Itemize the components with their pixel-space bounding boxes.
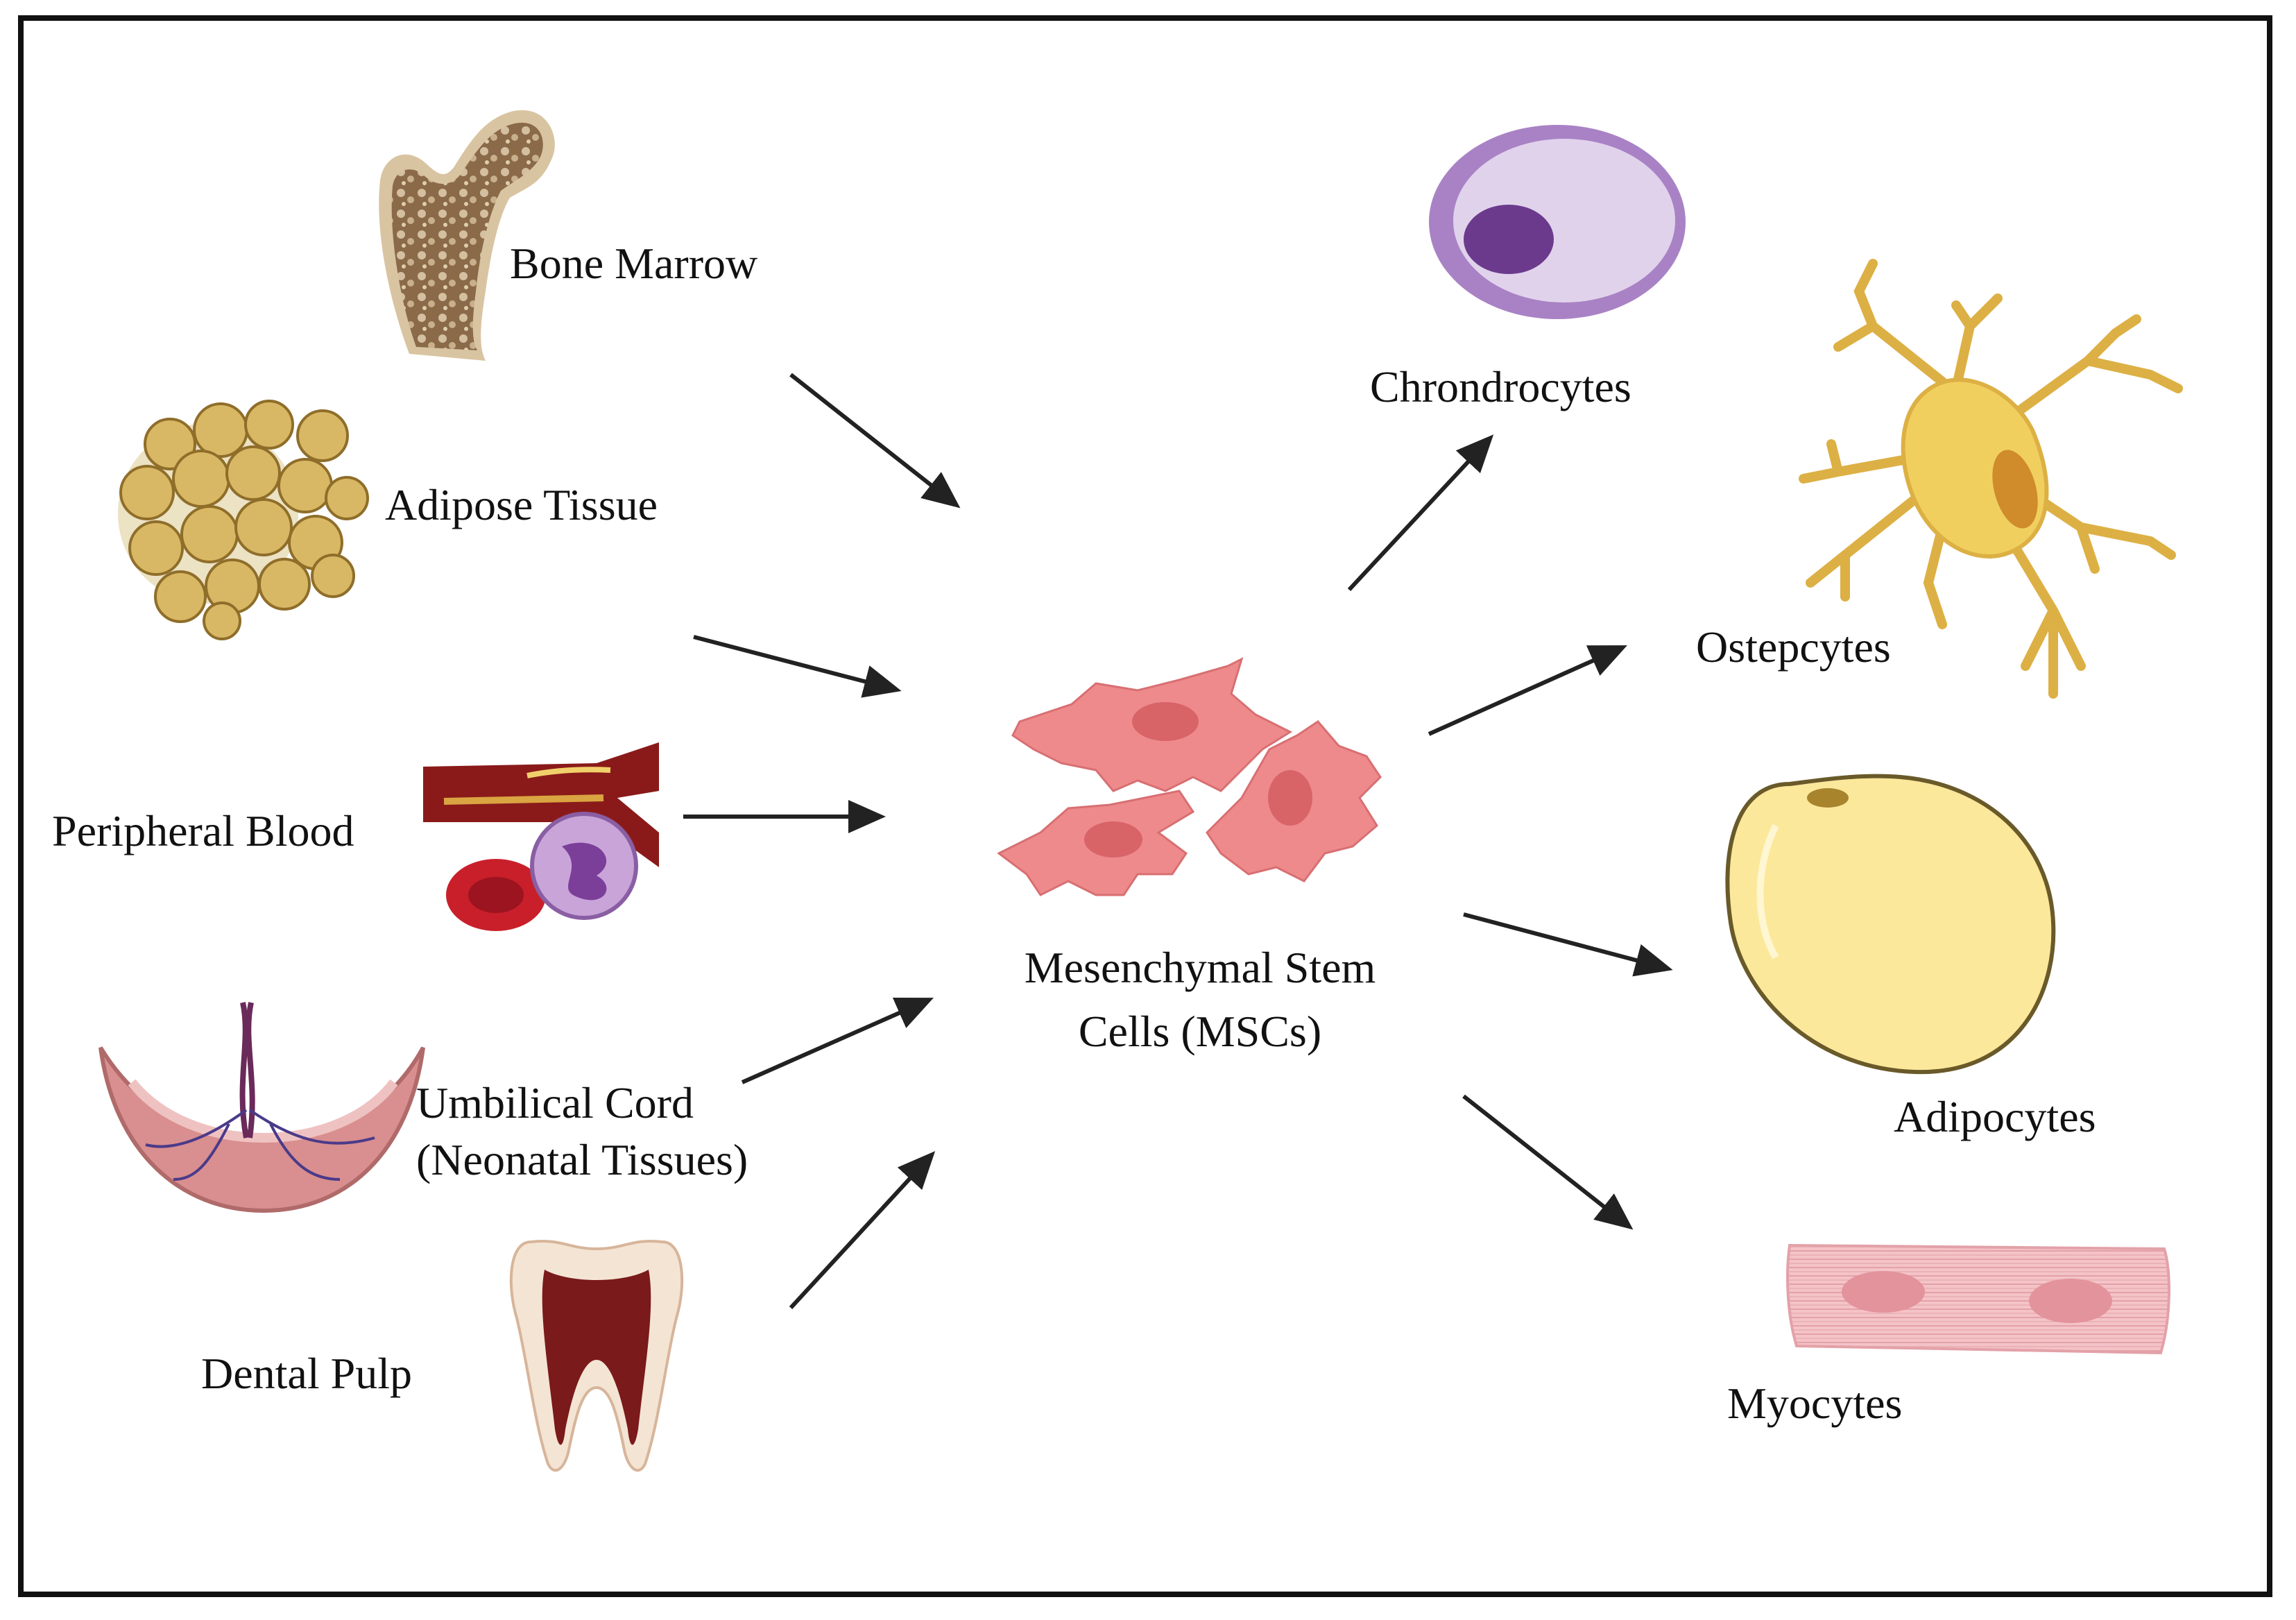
arrow-chondrocyte bbox=[1347, 434, 1494, 592]
arrow-adipose bbox=[693, 635, 902, 698]
neonatal-tissues-label: (Neonatal Tissues) bbox=[416, 1135, 748, 1184]
bone-marrow-icon bbox=[379, 110, 555, 361]
bone-marrow-label: Bone Marrow bbox=[510, 239, 758, 288]
adipocyte-icon bbox=[1725, 774, 2056, 1075]
umbilical-cord-label: Umbilical Cord bbox=[416, 1078, 694, 1127]
arrow-umbilical bbox=[741, 998, 934, 1084]
peripheral-blood-label: Peripheral Blood bbox=[52, 806, 354, 855]
arrow-osteocyte bbox=[1428, 645, 1627, 736]
peripheral-blood-icon bbox=[423, 742, 659, 931]
chondrocytes-label: Chrondrocytes bbox=[1370, 362, 1631, 411]
msc-label-line1: Mesenchymal Stem bbox=[1024, 943, 1376, 992]
arrow-adipocyte bbox=[1463, 912, 1673, 977]
arrow-dental bbox=[789, 1151, 936, 1310]
dental-pulp-label: Dental Pulp bbox=[201, 1349, 412, 1398]
adipose-tissue-icon bbox=[118, 400, 369, 640]
arrows bbox=[683, 373, 1673, 1310]
osteocyte-icon bbox=[1799, 259, 2183, 699]
arrow-myocyte bbox=[1462, 1094, 1634, 1230]
arrow-bone-marrow bbox=[789, 373, 961, 509]
chondrocyte-icon bbox=[1429, 125, 1686, 319]
adipocytes-label: Adipocytes bbox=[1894, 1092, 2096, 1141]
osteocytes-label: Ostepcytes bbox=[1696, 622, 1891, 672]
dental-pulp-icon bbox=[509, 1240, 684, 1472]
osteocyte-body-icon bbox=[1901, 377, 2049, 559]
myocyte-icon bbox=[1786, 1243, 2170, 1355]
umbilical-cord-icon bbox=[98, 1002, 425, 1213]
myocytes-label: Myocytes bbox=[1727, 1379, 1903, 1428]
adipose-tissue-label: Adipose Tissue bbox=[385, 480, 658, 529]
msc-label-line2: Cells (MSCs) bbox=[1078, 1007, 1322, 1056]
msc-cells-icon bbox=[997, 657, 1382, 896]
